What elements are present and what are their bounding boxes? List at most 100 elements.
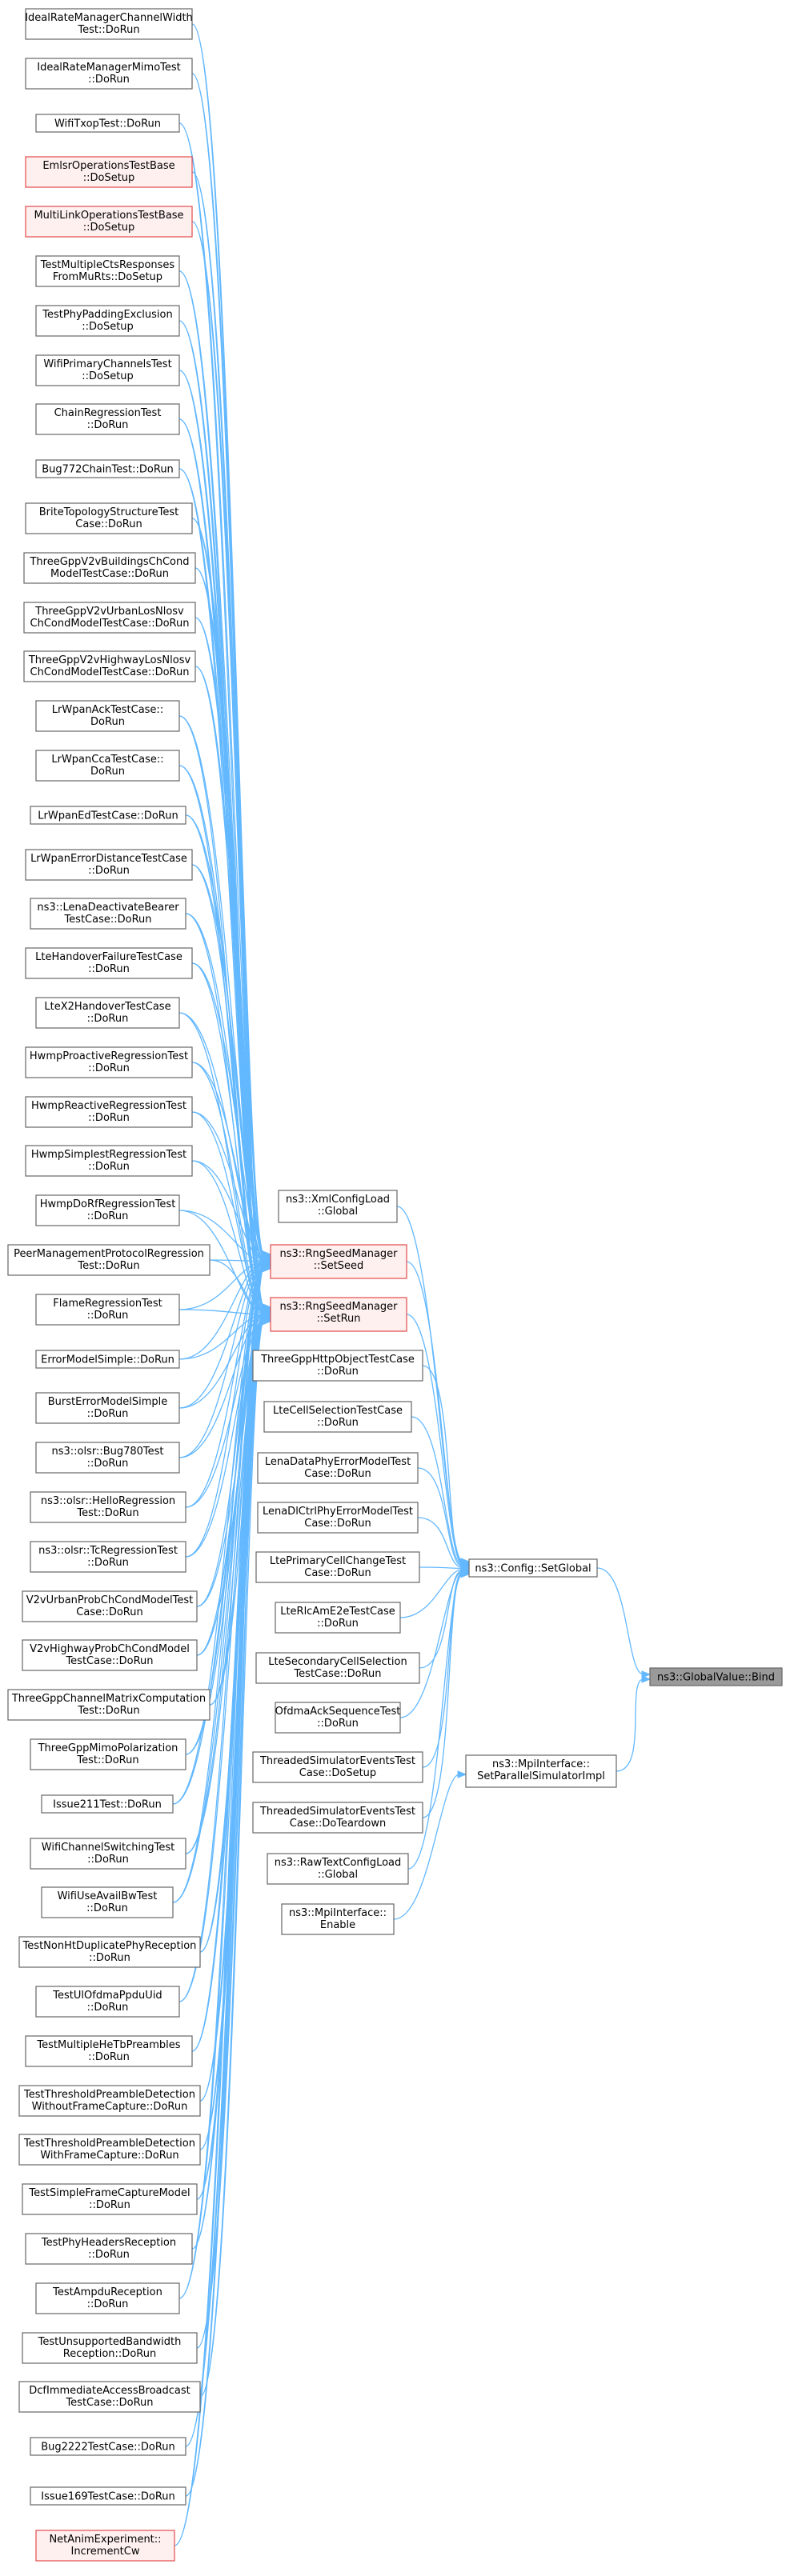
node-label: TestUlOfdmaPpduUid bbox=[52, 1990, 162, 2002]
graph-node-run[interactable]: ns3::RngSeedManager::SetRun bbox=[270, 1297, 407, 1332]
graph-node-n17[interactable]: LrWpanErrorDistanceTestCase::DoRun bbox=[25, 849, 193, 881]
node-label: Bug2222TestCase::DoRun bbox=[41, 2442, 175, 2454]
graph-node-n42[interactable]: TestThresholdPreambleDetectionWithoutFra… bbox=[18, 2085, 201, 2117]
node-box bbox=[255, 1652, 420, 1684]
graph-node-n45[interactable]: TestPhyHeadersReception::DoRun bbox=[25, 2233, 193, 2265]
graph-node-n41[interactable]: TestMultipleHeTbPreambles::DoRun bbox=[25, 2035, 193, 2067]
graph-node-m10[interactable]: OfdmaAckSequenceTest::DoRun bbox=[275, 1702, 401, 1734]
graph-node-n5[interactable]: TestMultipleCtsResponsesFromMuRts::DoSet… bbox=[35, 255, 180, 287]
node-label: DcfImmediateAccessBroadcast bbox=[29, 2385, 190, 2397]
node-label: LtePrimaryCellChangeTest bbox=[270, 1555, 406, 1567]
graph-node-n1[interactable]: IdealRateManagerMimoTest::DoRun bbox=[25, 58, 193, 90]
graph-node-n23[interactable]: HwmpSimplestRegressionTest::DoRun bbox=[25, 1145, 193, 1177]
graph-node-n9[interactable]: Bug772ChainTest::DoRun bbox=[35, 459, 180, 478]
node-label: ::DoSetup bbox=[83, 222, 135, 234]
graph-node-n39[interactable]: TestNonHtDuplicatePhyReception::DoRun bbox=[18, 1936, 201, 1968]
graph-node-n40[interactable]: TestUlOfdmaPpduUid::DoRun bbox=[35, 1986, 180, 2018]
node-box bbox=[25, 58, 193, 90]
graph-node-n7[interactable]: WifiPrimaryChannelsTest::DoSetup bbox=[35, 354, 180, 386]
graph-node-n12[interactable]: ThreeGppV2vUrbanLosNlosvChCondModelTestC… bbox=[23, 602, 196, 634]
graph-node-m3[interactable]: ThreeGppHttpObjectTestCase::DoRun bbox=[252, 1350, 423, 1382]
graph-node-n34[interactable]: ThreeGppChannelMatrixComputationTest::Do… bbox=[7, 1689, 211, 1721]
graph-node-n11[interactable]: ThreeGppV2vBuildingsChCondModelTestCase:… bbox=[23, 552, 196, 584]
node-box bbox=[30, 806, 186, 825]
graph-node-n51[interactable]: NetAnimExperiment::IncrementCw bbox=[35, 2530, 175, 2562]
node-box bbox=[25, 1046, 193, 1078]
graph-node-m8[interactable]: LteRlcAmE2eTestCase::DoRun bbox=[275, 1602, 401, 1634]
graph-node-n3[interactable]: EmlsrOperationsTestBase::DoSetup bbox=[25, 156, 193, 188]
graph-node-n13[interactable]: ThreeGppV2vHighwayLosNlosvChCondModelTes… bbox=[23, 650, 196, 682]
graph-node-n27[interactable]: ErrorModelSimple::DoRun bbox=[35, 1350, 180, 1369]
graph-node-n22[interactable]: HwmpReactiveRegressionTest::DoRun bbox=[25, 1096, 193, 1128]
graph-node-n37[interactable]: WifiChannelSwitchingTest::DoRun bbox=[30, 1838, 186, 1870]
node-label: TestSimpleFrameCaptureModel bbox=[28, 2187, 190, 2199]
node-box bbox=[35, 750, 180, 782]
graph-node-n44[interactable]: TestSimpleFrameCaptureModel::DoRun bbox=[22, 2183, 198, 2215]
graph-node-seed[interactable]: ns3::RngSeedManager::SetSeed bbox=[270, 1244, 407, 1279]
graph-node-n8[interactable]: ChainRegressionTest::DoRun bbox=[35, 403, 180, 435]
graph-node-m4[interactable]: LteCellSelectionTestCase::DoRun bbox=[263, 1401, 412, 1433]
call-edge bbox=[209, 1259, 265, 1315]
graph-node-n2[interactable]: WifiTxopTest::DoRun bbox=[35, 114, 180, 133]
call-edge bbox=[407, 1573, 463, 1870]
node-box bbox=[25, 8, 193, 40]
graph-node-n4[interactable]: MultiLinkOperationsTestBase::DoSetup bbox=[25, 206, 193, 238]
graph-node-n15[interactable]: LrWpanCcaTestCase::DoRun bbox=[35, 750, 180, 782]
graph-node-n36[interactable]: Issue211Test::DoRun bbox=[41, 1794, 174, 1814]
graph-node-n43[interactable]: TestThresholdPreambleDetectionWithFrameC… bbox=[18, 2134, 201, 2166]
call-edge bbox=[419, 1570, 463, 1669]
graph-node-m13[interactable]: ns3::RawTextConfigLoad::Global bbox=[267, 1853, 409, 1885]
node-label: ::DoSetup bbox=[82, 321, 134, 333]
node-box bbox=[468, 1558, 598, 1578]
graph-node-n38[interactable]: WifiUseAvailBwTest::DoRun bbox=[41, 1886, 174, 1918]
node-label: LrWpanAckTestCase:: bbox=[52, 704, 163, 716]
node-label: ::Global bbox=[318, 1206, 358, 1218]
node-label: TestThresholdPreambleDetection bbox=[23, 2089, 195, 2101]
graph-node-xml[interactable]: ns3::XmlConfigLoad::Global bbox=[278, 1190, 398, 1223]
graph-node-n19[interactable]: LteHandoverFailureTestCase::DoRun bbox=[25, 947, 193, 979]
graph-node-n28[interactable]: BurstErrorModelSimple::DoRun bbox=[35, 1392, 180, 1424]
graph-node-mpi[interactable]: ns3::MpiInterface::SetParallelSimulatorI… bbox=[465, 1754, 617, 1788]
graph-node-n48[interactable]: DcfImmediateAccessBroadcastTestCase::DoR… bbox=[18, 2381, 201, 2413]
graph-node-n46[interactable]: TestAmpduReception::DoRun bbox=[35, 2282, 180, 2314]
graph-node-m12[interactable]: ThreadedSimulatorEventsTestCase::DoTeard… bbox=[252, 1802, 423, 1834]
graph-node-n29[interactable]: ns3::olsr::Bug780Test::DoRun bbox=[35, 1442, 180, 1474]
graph-node-n6[interactable]: TestPhyPaddingExclusion::DoSetup bbox=[35, 305, 180, 337]
graph-node-cfg[interactable]: ns3::Config::SetGlobal bbox=[468, 1558, 598, 1578]
graph-node-n31[interactable]: ns3::olsr::TcRegressionTest::DoRun bbox=[30, 1541, 186, 1573]
node-box bbox=[35, 1986, 180, 2018]
graph-node-root[interactable]: ns3::GlobalValue::Bind bbox=[649, 1667, 783, 1686]
node-label: ChCondModelTestCase::DoRun bbox=[30, 618, 190, 630]
graph-node-n16[interactable]: LrWpanEdTestCase::DoRun bbox=[30, 806, 186, 825]
graph-node-n24[interactable]: HwmpDoRfRegressionTest::DoRun bbox=[35, 1194, 180, 1226]
node-label: WifiTxopTest::DoRun bbox=[54, 118, 161, 130]
node-label: ns3::RawTextConfigLoad bbox=[275, 1857, 402, 1869]
node-label: LteSecondaryCellSelection bbox=[268, 1656, 407, 1668]
graph-node-n49[interactable]: Bug2222TestCase::DoRun bbox=[30, 2437, 186, 2456]
node-label: ::DoSetup bbox=[82, 370, 134, 382]
call-edge bbox=[178, 1261, 265, 1310]
node-label: HwmpDoRfRegressionTest bbox=[40, 1198, 176, 1210]
graph-node-n21[interactable]: HwmpProactiveRegressionTest::DoRun bbox=[25, 1046, 193, 1078]
node-label: TestAmpduReception bbox=[52, 2286, 162, 2298]
graph-node-n14[interactable]: LrWpanAckTestCase::DoRun bbox=[35, 700, 180, 732]
graph-node-n20[interactable]: LteX2HandoverTestCase::DoRun bbox=[35, 997, 180, 1029]
graph-node-n25[interactable]: PeerManagementProtocolRegressionTest::Do… bbox=[7, 1244, 211, 1276]
graph-node-m14[interactable]: ns3::MpiInterface::Enable bbox=[281, 1903, 395, 1935]
graph-node-n50[interactable]: Issue169TestCase::DoRun bbox=[30, 2486, 186, 2506]
graph-node-n26[interactable]: FlameRegressionTest::DoRun bbox=[35, 1294, 180, 1326]
node-label: Case::DoRun bbox=[304, 1518, 371, 1530]
